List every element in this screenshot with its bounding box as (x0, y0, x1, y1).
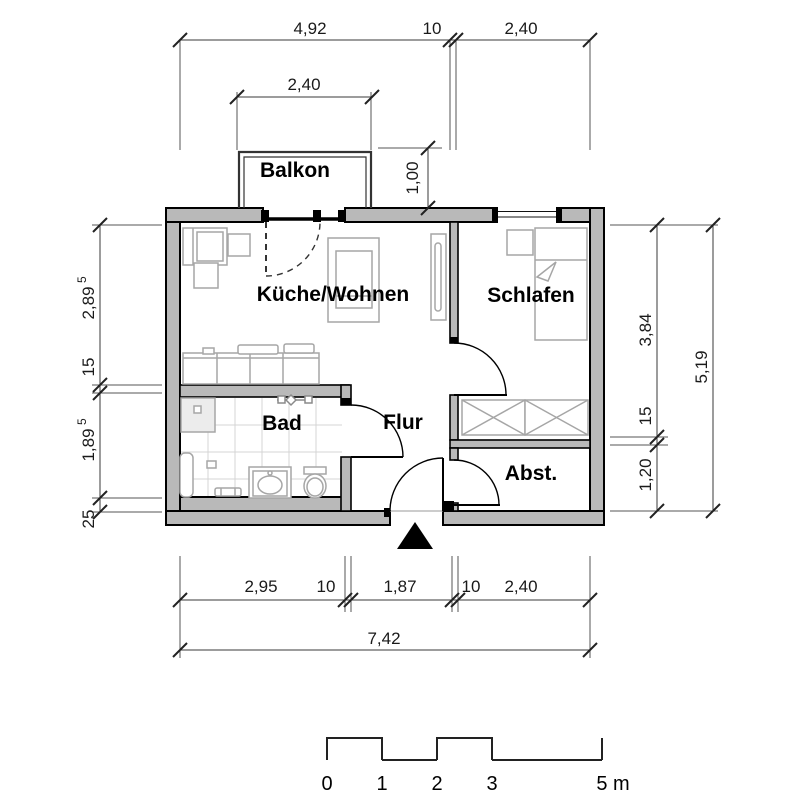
schlafen-door (453, 342, 507, 396)
scale-bar: 0 1 2 3 5 m (321, 737, 630, 795)
room-label-abst: Abst. (505, 462, 558, 485)
dim-top-left: 4,92 (293, 19, 326, 38)
svg-text:5,19: 5,19 (692, 350, 711, 383)
armchair-group (182, 227, 251, 289)
sofa (327, 237, 380, 323)
dimension-lines (99, 39, 714, 651)
room-labels: Balkon Küche/Wohnen Schlafen Bad Flur Ab… (257, 159, 575, 485)
dimensions: 4,92 10 2,40 2,40 2,95 10 1,87 10 2,40 7… (75, 19, 721, 658)
wall-bottom-right (442, 510, 605, 526)
toilet (303, 466, 327, 499)
washbasin (248, 466, 292, 499)
cooktop (237, 344, 279, 355)
svg-text:1,00: 1,00 (403, 161, 422, 194)
dim-bottom-2: 10 (317, 577, 336, 596)
dim-right-lower: 1,20 (636, 458, 655, 491)
dimension-ticks (92, 32, 721, 658)
svg-text:2,89: 2,89 (79, 286, 98, 319)
balcony-door (265, 221, 321, 277)
dim-left-upper: 2,89 5 (75, 276, 98, 320)
radiator (430, 233, 447, 321)
dim-left-bottom: 25 (79, 510, 98, 529)
dim-balcony-width: 2,40 (287, 75, 320, 94)
wall-abst-west-top (449, 447, 459, 461)
balcony-outline (237, 150, 373, 208)
svg-text:25: 25 (79, 510, 98, 529)
room-label-kueche: Küche/Wohnen (257, 283, 409, 306)
door-jambs (341, 337, 458, 517)
dim-right-wall: 15 (636, 407, 655, 426)
extension-lines (92, 40, 718, 658)
wall-bath-north (179, 384, 350, 398)
wall-left (165, 207, 181, 526)
wall-right (589, 207, 605, 526)
svg-text:1,89: 1,89 (79, 428, 98, 461)
dim-bottom-5: 2,40 (504, 577, 537, 596)
dim-bottom-total: 7,42 (367, 629, 400, 648)
dim-left-lower: 1,89 5 (75, 418, 98, 462)
room-label-balkon: Balkon (260, 159, 330, 182)
scale-2: 2 (431, 773, 442, 795)
dim-bottom-4: 10 (462, 577, 481, 596)
scale-3: 3 (486, 773, 497, 795)
bed (534, 227, 588, 341)
wall-bath-south (179, 496, 344, 512)
wall-schlafen-abst (449, 439, 591, 449)
svg-text:15: 15 (79, 358, 98, 377)
wall-flur-wardrobe (449, 394, 459, 441)
kitchen-sink (283, 343, 315, 354)
dim-balcony-depth: 1,00 (403, 161, 422, 194)
dim-right-upper: 3,84 (636, 313, 655, 346)
wall-bath-east-bottom (340, 456, 352, 512)
room-label-schlafen: Schlafen (487, 284, 575, 307)
doors (265, 221, 507, 512)
abst-door (453, 459, 500, 506)
dim-bottom-1: 2,95 (244, 577, 277, 596)
wardrobe (461, 399, 589, 436)
towel-radiator (179, 452, 217, 498)
svg-text:1,20: 1,20 (636, 458, 655, 491)
dim-left-wall: 15 (79, 358, 98, 377)
shower (180, 397, 216, 433)
kitchen-counter (182, 343, 320, 385)
entrance-door (389, 457, 444, 512)
scale-5m: 5 m (596, 773, 629, 795)
scale-1: 1 (376, 773, 387, 795)
entrance-arrow-icon (397, 522, 433, 549)
dim-top-wall: 10 (423, 19, 442, 38)
schlafen-window (492, 208, 562, 222)
svg-text:5: 5 (75, 276, 89, 283)
wall-schlafen-west-upper (449, 221, 459, 344)
bath-stool (214, 487, 242, 497)
scale-0: 0 (321, 773, 332, 795)
room-label-flur: Flur (383, 411, 423, 434)
nightstand (506, 229, 534, 256)
furniture (179, 227, 589, 499)
svg-text:5: 5 (75, 418, 89, 425)
wall-bottom-left (165, 510, 391, 526)
dim-bottom-3: 1,87 (383, 577, 416, 596)
bath-door (350, 404, 404, 458)
wall-top-a (165, 207, 264, 223)
balcony-door-sill (261, 210, 346, 222)
svg-text:3,84: 3,84 (636, 313, 655, 346)
room-label-bad: Bad (262, 412, 302, 435)
shower-rail (277, 393, 313, 407)
dim-top-right: 2,40 (504, 19, 537, 38)
svg-text:15: 15 (636, 407, 655, 426)
dim-right-total: 5,19 (692, 350, 711, 383)
